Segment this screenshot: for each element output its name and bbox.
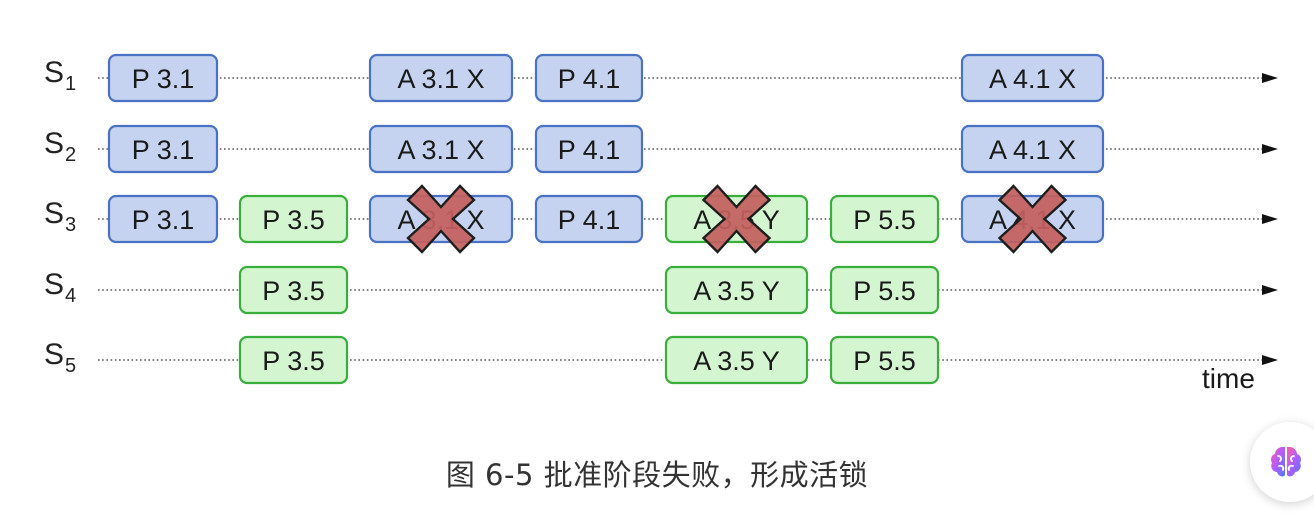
server-label-s1: S1	[44, 56, 76, 95]
message-box-frame	[829, 265, 940, 315]
message-box-frame	[238, 265, 349, 315]
message-box: P 3.1	[107, 194, 219, 244]
message-box-frame	[960, 124, 1105, 174]
message-boxes: P 3.1 A 3.1 X P 4.1 A 4.1 X P 3.1 A 3.1 X P 4.…	[107, 53, 1105, 385]
message-box-frame	[238, 194, 349, 244]
message-box-frame	[368, 53, 514, 103]
message-box: P 5.5	[829, 335, 940, 385]
message-box-frame	[238, 335, 349, 385]
message-label: P 5.5	[853, 276, 916, 306]
message-label: P 4.1	[558, 205, 621, 235]
message-box: P 5.5	[829, 265, 940, 315]
message-box: A 3.5 Y	[664, 265, 809, 315]
rejection-marks	[406, 184, 1068, 254]
message-box: P 3.1	[107, 124, 219, 174]
message-label: A 3.1 X	[397, 135, 484, 165]
message-box: A 4.1 X	[960, 53, 1105, 103]
message-label: P 4.1	[558, 135, 621, 165]
figure-caption: 图 6-5 批准阶段失败，形成活锁	[445, 458, 869, 492]
brain-icon	[1271, 446, 1301, 477]
message-box-frame	[107, 53, 219, 103]
arrowhead-s2	[1262, 144, 1278, 154]
message-box: A 3.5 Y	[664, 335, 809, 385]
message-label: P 3.1	[132, 135, 195, 165]
message-label: P 3.5	[262, 346, 325, 376]
message-box: P 5.5	[829, 194, 940, 244]
message-box: P 3.1	[107, 53, 219, 103]
message-box-frame	[664, 335, 809, 385]
message-box: A 3.1 X	[368, 124, 514, 174]
reject-cross-icon	[997, 184, 1068, 254]
message-box-frame	[829, 335, 940, 385]
message-box: P 4.1	[534, 53, 644, 103]
message-box-frame	[107, 124, 219, 174]
message-box: P 3.5	[238, 194, 349, 244]
message-box-frame	[368, 124, 514, 174]
server-label-s3: S3	[44, 197, 76, 236]
message-box-frame	[534, 53, 644, 103]
arrowhead-s5	[1262, 355, 1278, 365]
arrowhead-s4	[1262, 285, 1278, 295]
message-box: P 3.5	[238, 265, 349, 315]
message-box: A 4.1 X	[960, 124, 1105, 174]
message-box-frame	[960, 53, 1105, 103]
message-box: A 3.1 X	[368, 53, 514, 103]
message-box: P 3.5	[238, 335, 349, 385]
message-box-frame	[664, 265, 809, 315]
time-axis-label: time	[1202, 363, 1255, 394]
message-label: P 3.1	[132, 205, 195, 235]
message-label: P 3.5	[262, 276, 325, 306]
server-label-s4: S4	[44, 268, 76, 307]
message-label: P 3.5	[262, 205, 325, 235]
message-label: A 4.1 X	[989, 135, 1076, 165]
message-label: A 3.5 Y	[693, 346, 780, 376]
server-label-s2: S2	[44, 127, 76, 166]
reject-cross-icon	[406, 184, 476, 254]
message-label: A 4.1 X	[989, 64, 1076, 94]
assistant-button[interactable]	[1250, 422, 1314, 502]
message-label: P 3.1	[132, 64, 195, 94]
message-label: P 4.1	[558, 64, 621, 94]
message-box-frame	[829, 194, 940, 244]
arrowhead-s3	[1262, 214, 1278, 224]
reject-cross-icon	[701, 184, 772, 254]
message-box: P 4.1	[534, 124, 644, 174]
message-label: A 3.1 X	[397, 64, 484, 94]
message-box-frame	[534, 194, 644, 244]
message-label: P 5.5	[853, 346, 916, 376]
message-box-frame	[534, 124, 644, 174]
message-box: P 4.1	[534, 194, 644, 244]
arrowhead-s1	[1262, 73, 1278, 83]
message-box-frame	[107, 194, 219, 244]
message-label: P 5.5	[853, 205, 916, 235]
message-label: A 3.5 Y	[693, 276, 780, 306]
server-label-s5: S5	[44, 338, 76, 377]
